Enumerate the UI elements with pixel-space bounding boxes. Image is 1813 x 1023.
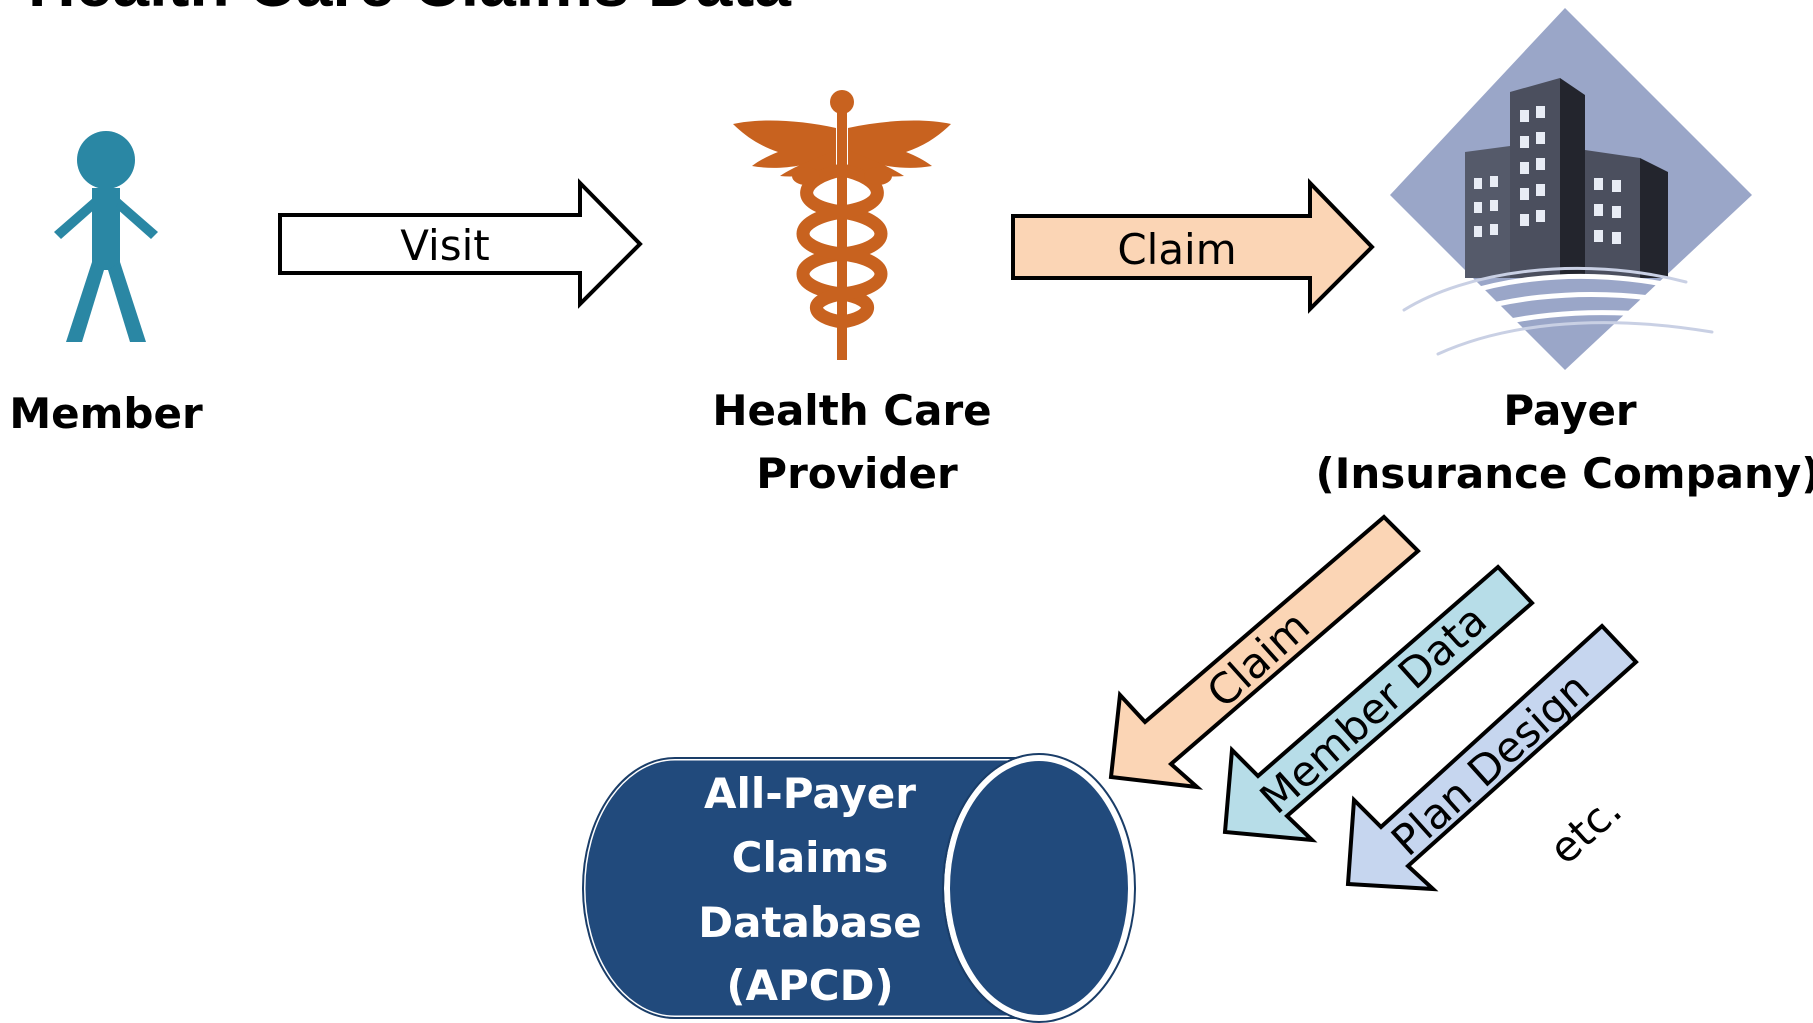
apcd-label-line4: (APCD) bbox=[726, 961, 893, 1010]
member-icon bbox=[54, 131, 158, 342]
claim-arrow-label: Claim bbox=[1117, 225, 1236, 274]
provider-label-line1: Health Care bbox=[712, 386, 991, 435]
page-title: Health Care Claims Data bbox=[28, 0, 792, 20]
apcd-database-icon: All-Payer Claims Database (APCD) bbox=[580, 753, 1136, 1023]
apcd-label-line2: Claims bbox=[732, 833, 889, 882]
claim-diagonal-arrow: Claim bbox=[1108, 514, 1421, 790]
insurance-building-icon bbox=[1390, 8, 1752, 370]
apcd-label-line3: Database bbox=[698, 898, 922, 947]
etc-label: etc. bbox=[1540, 785, 1631, 874]
visit-arrow: Visit bbox=[278, 178, 643, 309]
claim-arrow: Claim bbox=[1011, 178, 1375, 314]
visit-arrow-label: Visit bbox=[400, 221, 490, 270]
caduceus-icon bbox=[733, 90, 951, 360]
payer-label-line1: Payer bbox=[1503, 386, 1637, 435]
payer-label-line2: (Insurance Company) bbox=[1316, 449, 1813, 498]
provider-label-line2: Provider bbox=[756, 449, 958, 498]
member-label: Member bbox=[9, 389, 203, 438]
apcd-label-line1: All-Payer bbox=[704, 769, 916, 818]
